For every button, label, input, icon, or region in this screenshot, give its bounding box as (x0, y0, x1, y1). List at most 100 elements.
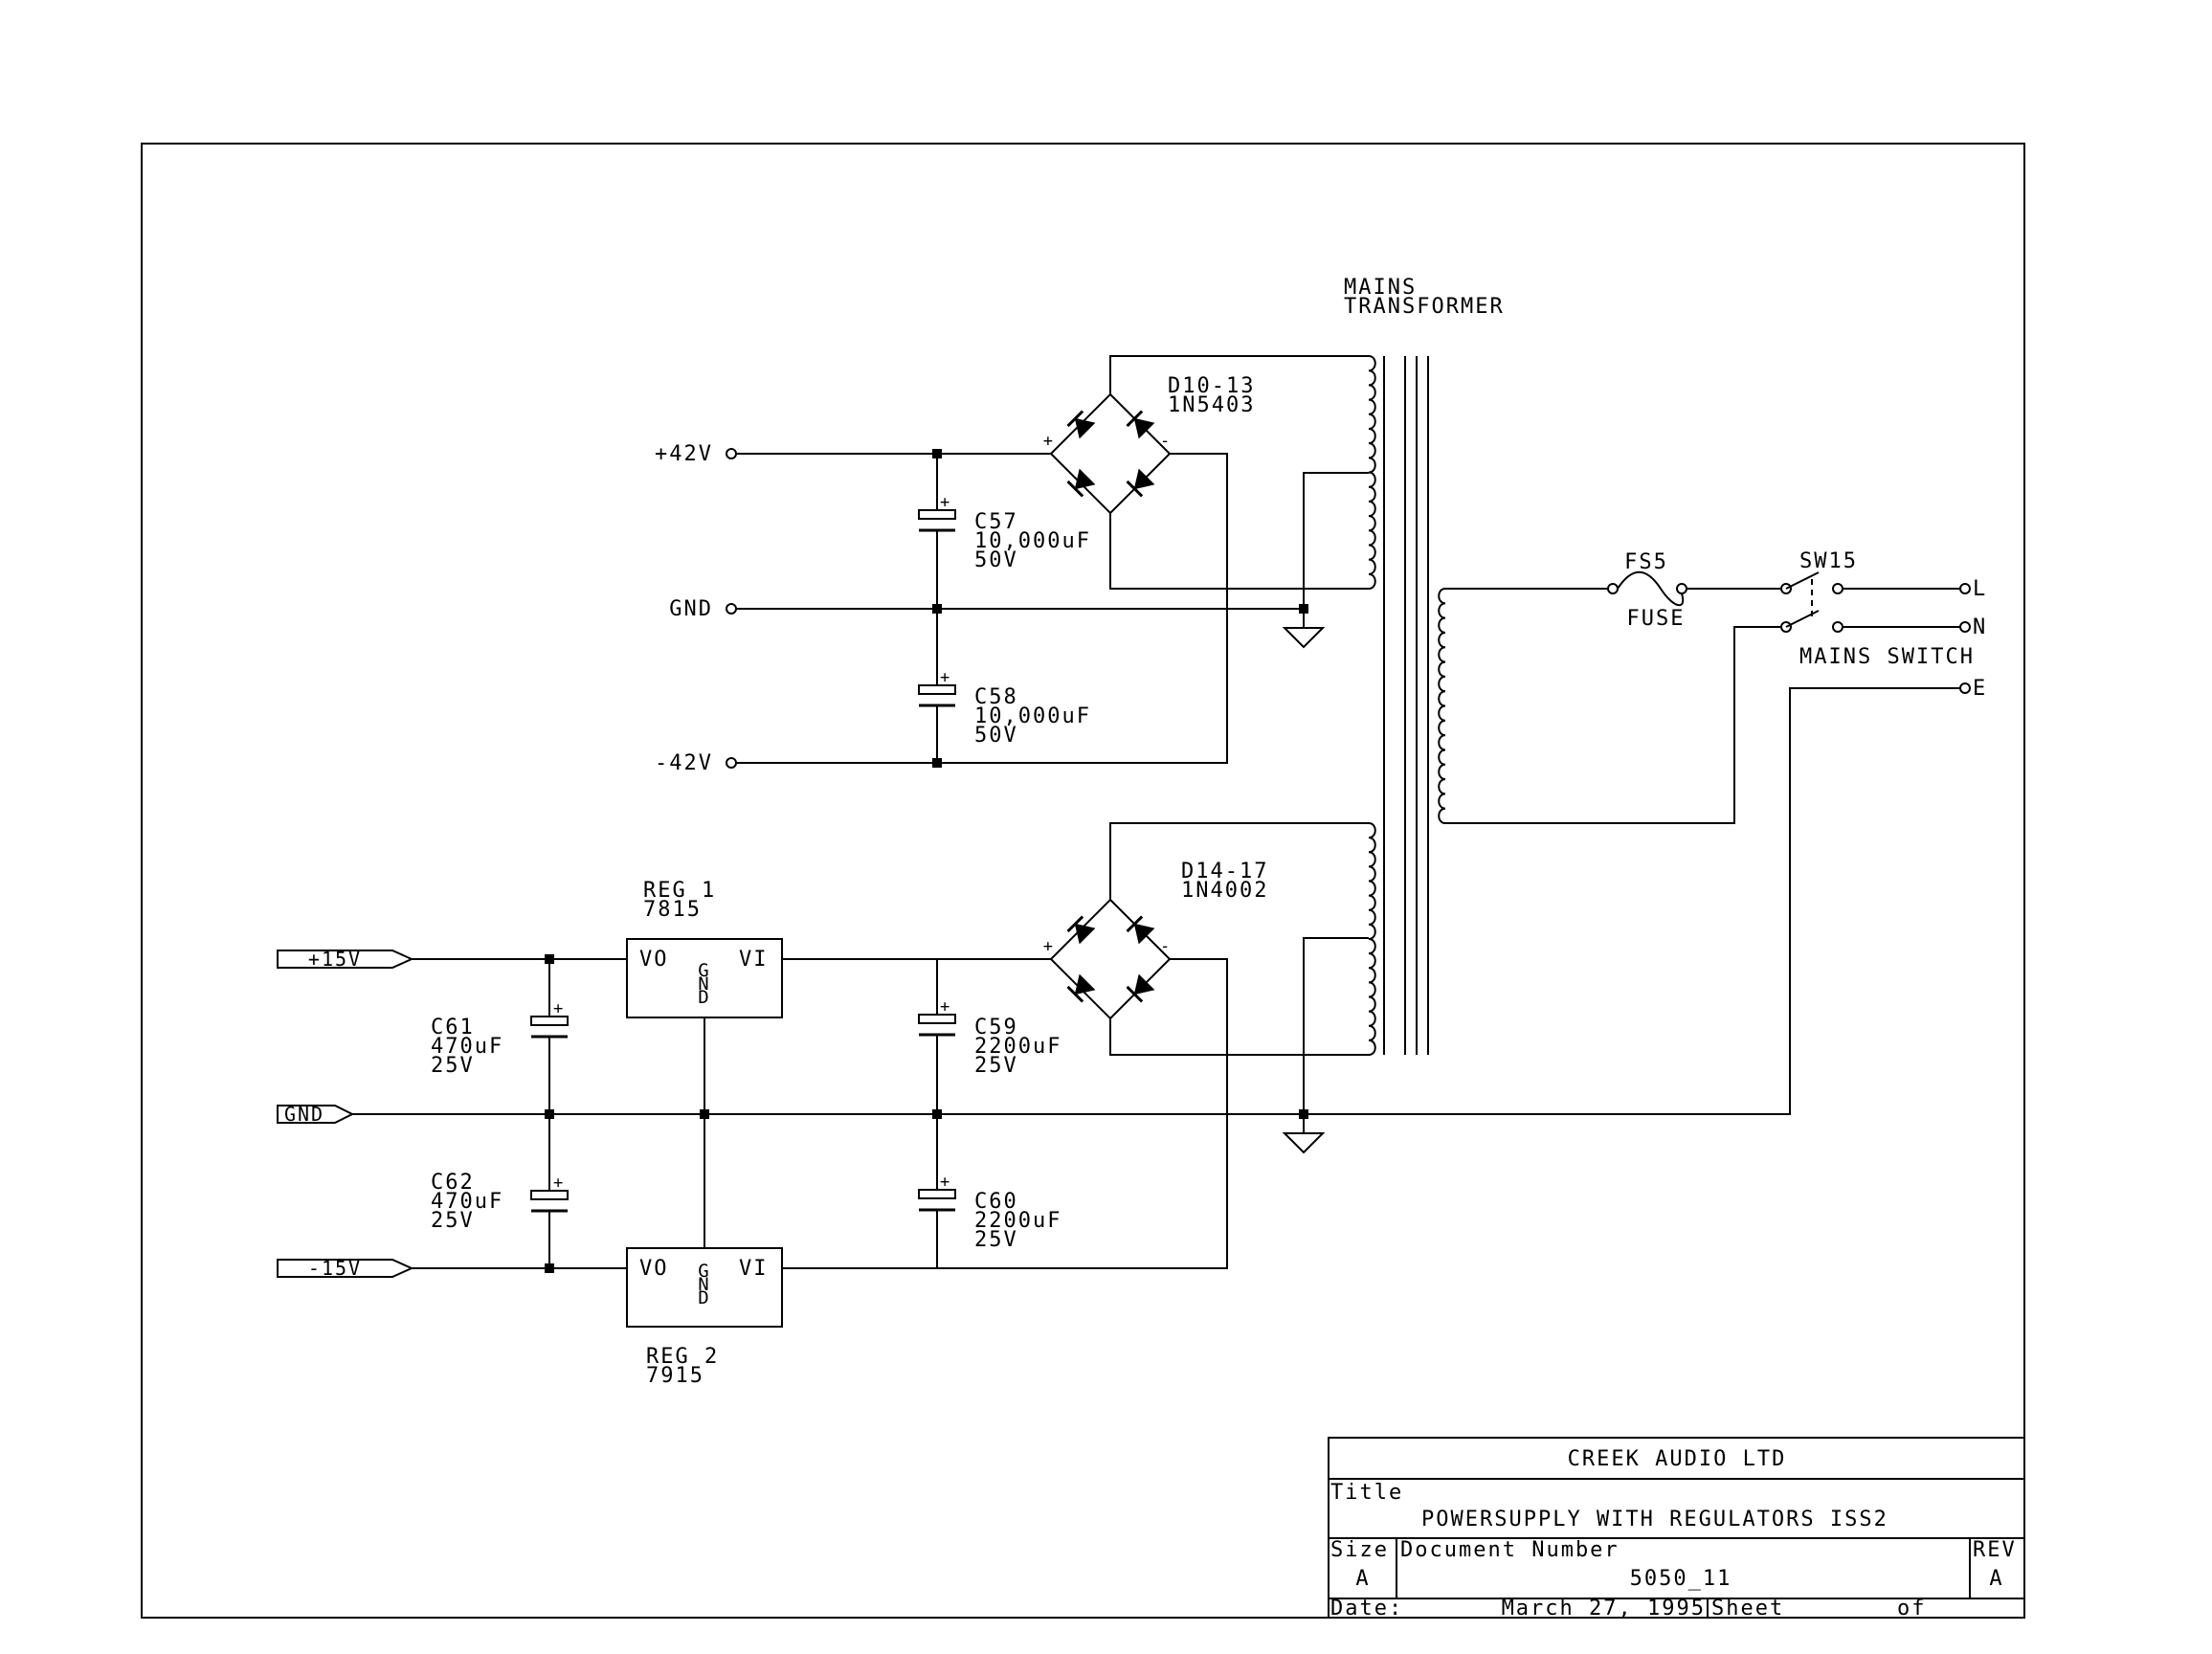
capacitor-c61: + C61 470uF 25V (431, 959, 569, 1114)
c62-value: 470uF (431, 1190, 503, 1214)
c58-ref: C58 (974, 685, 1018, 709)
transformer-label-line1: MAINS (1344, 276, 1417, 300)
bridge2-part: 1N4002 (1181, 879, 1268, 903)
title-label: Title (1330, 1481, 1403, 1505)
date-label: Date: (1330, 1597, 1403, 1620)
pos15-output-flag[interactable]: +15V (277, 948, 414, 971)
secondary-winding-1 (1368, 355, 1376, 590)
neg42-label: -42V (655, 751, 713, 775)
bridge1-ref: D10-13 (1168, 374, 1255, 398)
bridge1-diodes-diode-1 (1066, 410, 1096, 439)
c57-value: 10,000uF (974, 529, 1091, 553)
capacitor-c62: + C62 470uF 25V (431, 1114, 569, 1268)
ground-symbol-bottom (1282, 1132, 1326, 1154)
gnd-top-terminal[interactable] (726, 603, 737, 615)
size-value: A (1355, 1567, 1370, 1591)
drawing-title: POWERSUPPLY WITH REGULATORS ISS2 (1421, 1508, 1888, 1531)
pos42-terminal[interactable] (726, 448, 737, 459)
mains-terminal-e[interactable]: E (1959, 677, 1987, 701)
doc-number: 5050_11 (1630, 1567, 1732, 1591)
svg-text:VO: VO (639, 948, 669, 972)
reg1-ref: REG 1 (643, 879, 716, 903)
reg2-part: 7915 (646, 1364, 704, 1388)
svg-text:-15V: -15V (308, 1257, 362, 1280)
c61-value: 470uF (431, 1035, 503, 1059)
c62-ref: C62 (431, 1171, 475, 1195)
primary-winding (1438, 588, 1446, 824)
mains-terminal-n[interactable]: N (1959, 615, 1987, 639)
capacitor-c58: + C58 10,000uF 50V (918, 609, 1091, 763)
bridge1-minus: - (1160, 432, 1172, 451)
drawing-frame (141, 143, 2025, 1619)
c59-ref: C59 (974, 1016, 1018, 1039)
bridge2-diodes-diode-3 (1126, 915, 1155, 945)
c57-voltage: 50V (974, 548, 1018, 572)
c60-ref: C60 (974, 1190, 1018, 1214)
svg-text:+: + (940, 997, 951, 1017)
capacitor-c60: + C60 2200uF 25V (918, 1114, 1061, 1268)
reg1-part: 7815 (643, 898, 702, 922)
svg-text:G: G (698, 1261, 710, 1282)
switch-label: MAINS SWITCH (1799, 645, 1975, 669)
bridge2-plus: + (1043, 937, 1055, 956)
sheet-label: Sheet (1711, 1597, 1784, 1620)
switch-ref: SW15 (1799, 549, 1858, 573)
bridge-rectifier-d14-17: D14-17 1N4002 + - (1043, 860, 1268, 1020)
bridge2-ref: D14-17 (1181, 860, 1268, 883)
of-label: of (1897, 1597, 1927, 1620)
svg-text:L: L (1973, 577, 1987, 601)
svg-text:N: N (1973, 615, 1987, 639)
capacitor-c57: + C57 10,000uF 50V (918, 454, 1091, 609)
company-name: CREEK AUDIO LTD (1568, 1447, 1787, 1471)
secondary-winding-2 (1368, 822, 1376, 1056)
c61-voltage: 25V (431, 1054, 475, 1078)
c62-voltage: 25V (431, 1209, 475, 1233)
bridge2-diodes-diode-4 (1126, 973, 1155, 1003)
svg-text:E: E (1973, 677, 1987, 701)
fuse-fs5: FS5 FUSE (1607, 550, 1687, 631)
bridge1-part: 1N5403 (1168, 393, 1255, 417)
mains-terminal-l[interactable]: L (1959, 577, 1987, 601)
svg-text:+15V: +15V (308, 948, 362, 971)
neg42-terminal[interactable] (726, 757, 737, 769)
c60-voltage: 25V (974, 1228, 1018, 1252)
svg-text:+: + (553, 999, 565, 1018)
bridge1-diodes-diode-4 (1126, 468, 1155, 498)
date-value: March 27, 1995 (1502, 1597, 1706, 1620)
fuse-ref: FS5 (1624, 550, 1668, 574)
bridge2-diodes-diode-2 (1066, 973, 1096, 1003)
c59-value: 2200uF (974, 1035, 1061, 1059)
reg2-ref: REG 2 (646, 1345, 719, 1369)
svg-text:N: N (698, 1274, 710, 1295)
rev-value: A (1989, 1567, 2003, 1591)
svg-text:+: + (940, 668, 951, 687)
gnd-output-flag[interactable]: GND (277, 1103, 355, 1126)
bridge1-diodes-diode-2 (1066, 468, 1096, 498)
svg-text:D: D (698, 987, 710, 1008)
svg-text:D: D (698, 1287, 710, 1308)
mains-switch-sw15[interactable]: SW15 MAINS SWITCH (1780, 549, 1975, 669)
bridge2-minus: - (1160, 937, 1172, 956)
svg-text:VI: VI (739, 1257, 769, 1281)
regulator-reg2: VO VI G N D REG 2 7915 (626, 1247, 783, 1388)
svg-text:+: + (940, 1173, 951, 1192)
fuse-label: FUSE (1627, 607, 1686, 631)
c60-value: 2200uF (974, 1209, 1061, 1233)
neg15-output-flag[interactable]: -15V (277, 1257, 414, 1280)
capacitor-c59: + C59 2200uF 25V (918, 959, 1061, 1114)
regulator-reg1: VO VI G N D REG 1 7815 (626, 879, 783, 1018)
c58-value: 10,000uF (974, 704, 1091, 728)
svg-text:+: + (940, 493, 951, 512)
bridge2-diodes-diode-1 (1066, 915, 1096, 945)
svg-text:VO: VO (639, 1257, 669, 1281)
rev-label: REV (1973, 1538, 2017, 1562)
bridge1-plus: + (1043, 432, 1055, 451)
ground-symbol-top (1282, 627, 1326, 649)
svg-text:G: G (698, 960, 710, 981)
pos42-label: +42V (655, 442, 713, 466)
bridge1-diodes-diode-3 (1126, 410, 1155, 439)
c58-voltage: 50V (974, 724, 1018, 748)
c59-voltage: 25V (974, 1054, 1018, 1078)
size-label: Size (1330, 1538, 1389, 1562)
